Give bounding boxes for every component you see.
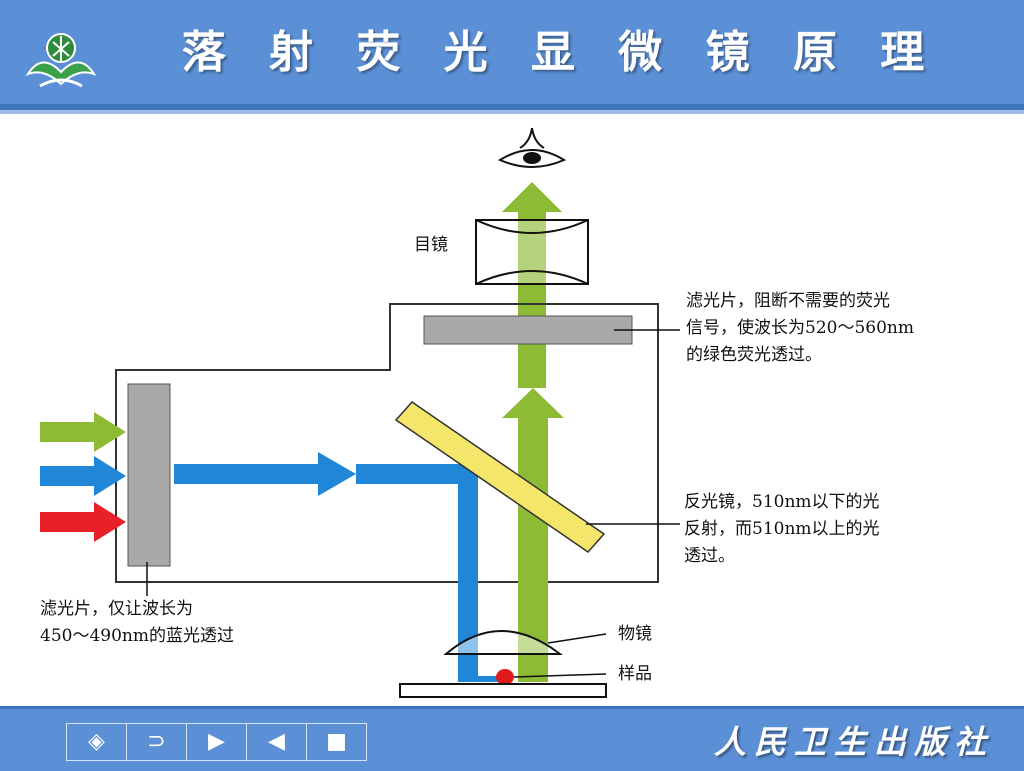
publisher-logo: 人民卫生出版社 xyxy=(713,723,994,761)
sample-label: 样品 xyxy=(618,664,652,684)
green-light-arrow xyxy=(40,412,126,452)
leaf-emblem-icon xyxy=(25,33,97,88)
emission-filter xyxy=(423,315,633,345)
microscope-diagram: 目镜 滤光片，阻断不需要的荧光 信号，使波长为520～560nm 的绿色荧光透过… xyxy=(0,116,1024,706)
objective-lens xyxy=(443,630,563,655)
dichroic-label-line2: 反射，而510nm以上的光 xyxy=(684,519,880,539)
dichroic-mirror xyxy=(394,401,606,553)
header-divider xyxy=(0,110,1024,114)
excitation-filter-label-line2: 450～490nm的蓝光透过 xyxy=(40,626,234,646)
return-icon[interactable]: ⊃ xyxy=(127,724,187,760)
sample-dot xyxy=(496,669,514,685)
eye-icon xyxy=(497,127,567,168)
red-light-arrow xyxy=(40,502,126,542)
slide-navigation: ◈ ⊃ ▶ ◀ ■ xyxy=(66,723,367,761)
excitation-filter-label-line1: 滤光片，仅让波长为 xyxy=(40,599,193,619)
dichroic-label-line1: 反光镜，510nm以下的光 xyxy=(684,492,880,512)
objective-leader xyxy=(547,633,607,644)
stop-icon[interactable]: ■ xyxy=(326,729,347,754)
emission-filter-label-line3: 的绿色荧光透过。 xyxy=(686,345,822,365)
eyepiece-label: 目镜 xyxy=(414,235,448,255)
blue-excitation-beam xyxy=(174,452,500,682)
green-emission-beam-upper xyxy=(502,182,562,388)
emission-filter-label-line2: 信号，使波长为520～560nm xyxy=(686,318,914,338)
specimen-stage xyxy=(399,683,607,698)
eyepiece-lens xyxy=(475,219,589,285)
emission-filter-label-line1: 滤光片，阻断不需要的荧光 xyxy=(686,291,890,311)
footer-bar: ◈ ⊃ ▶ ◀ ■ 人民卫生出版社 xyxy=(0,706,1024,771)
dichroic-label-line3: 透过。 xyxy=(684,546,735,566)
play-forward-icon[interactable]: ▶ xyxy=(187,724,247,760)
diagram-canvas xyxy=(40,127,680,698)
page-title: 落 射 荧 光 显 微 镜 原 理 xyxy=(181,27,939,78)
blue-light-arrow xyxy=(40,456,126,496)
excitation-filter xyxy=(127,383,171,567)
objective-label: 物镜 xyxy=(618,624,652,644)
microscope-housing xyxy=(115,303,659,583)
header-bar: 落 射 荧 光 显 微 镜 原 理 xyxy=(0,0,1024,110)
sample-leader xyxy=(513,673,607,678)
diamond-icon[interactable]: ◈ xyxy=(67,724,127,760)
play-back-icon[interactable]: ◀ xyxy=(247,724,307,760)
